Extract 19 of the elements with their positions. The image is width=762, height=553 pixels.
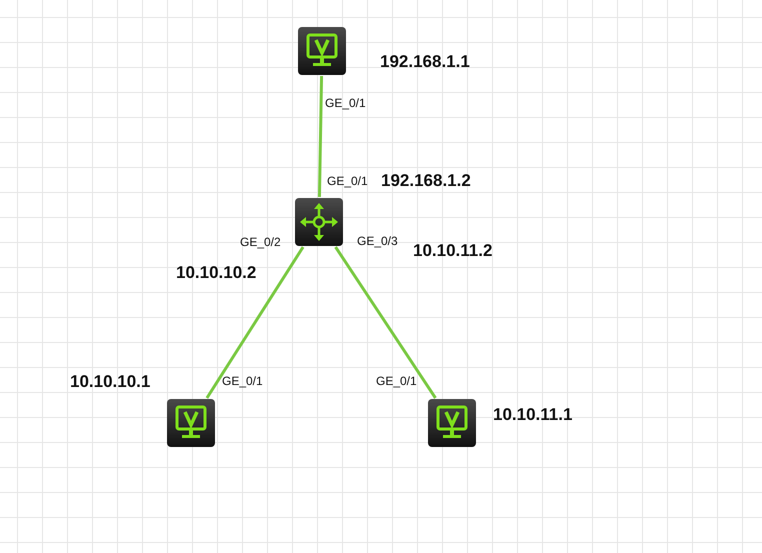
ip-address-label: 192.168.1.1 <box>380 52 470 72</box>
link-line <box>334 246 437 399</box>
link-line <box>206 246 304 399</box>
ip-address-label: 10.10.11.2 <box>413 241 492 261</box>
port-label: GE_0/1 <box>222 374 263 388</box>
ip-address-label: 192.168.1.2 <box>381 171 471 191</box>
monitor-icon <box>166 398 216 448</box>
monitor-icon <box>427 398 477 448</box>
ip-address-label: 10.10.10.1 <box>70 372 150 392</box>
ip-address-label: 10.10.10.2 <box>176 263 256 283</box>
router-icon <box>294 197 344 247</box>
port-label: GE_0/1 <box>325 96 366 110</box>
monitor-icon <box>297 26 347 76</box>
port-label: GE_0/1 <box>376 374 417 388</box>
ip-address-label: 10.10.11.1 <box>493 405 572 425</box>
port-label: GE_0/3 <box>357 234 398 248</box>
port-label: GE_0/2 <box>240 235 281 249</box>
link-line <box>318 76 324 198</box>
port-label: GE_0/1 <box>327 174 368 188</box>
